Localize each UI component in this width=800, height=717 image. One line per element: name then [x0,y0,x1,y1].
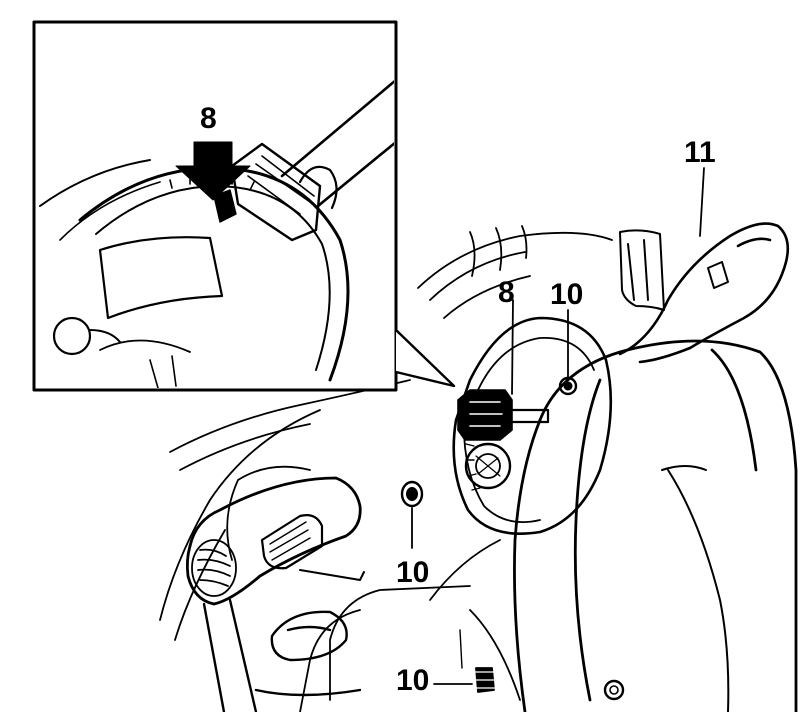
callout-leaders [411,167,705,685]
turn-signal-lever [185,476,365,714]
main-scene [159,167,798,714]
main-callout-8: 8 [498,276,515,309]
switch-housing [619,229,665,311]
bottom-screw [459,629,497,693]
column-shroud [513,339,798,714]
lever-grip [191,539,237,597]
inset-content [39,79,394,388]
inset-callout-8: 8 [200,102,217,135]
dashboard-contours [159,225,613,713]
stalk-callout-11: 11 [684,136,716,169]
inset-pointer-arrow [175,141,251,201]
lower-cover [254,610,362,697]
dash-screw-left [400,480,424,508]
wiper-stalk [618,222,790,364]
detail-inset [32,20,456,392]
clock-spring-ring [452,316,613,535]
upper-callout-10: 10 [550,278,584,311]
middle-callout-10: 10 [396,556,430,589]
bottom-callout-10: 10 [396,664,430,697]
